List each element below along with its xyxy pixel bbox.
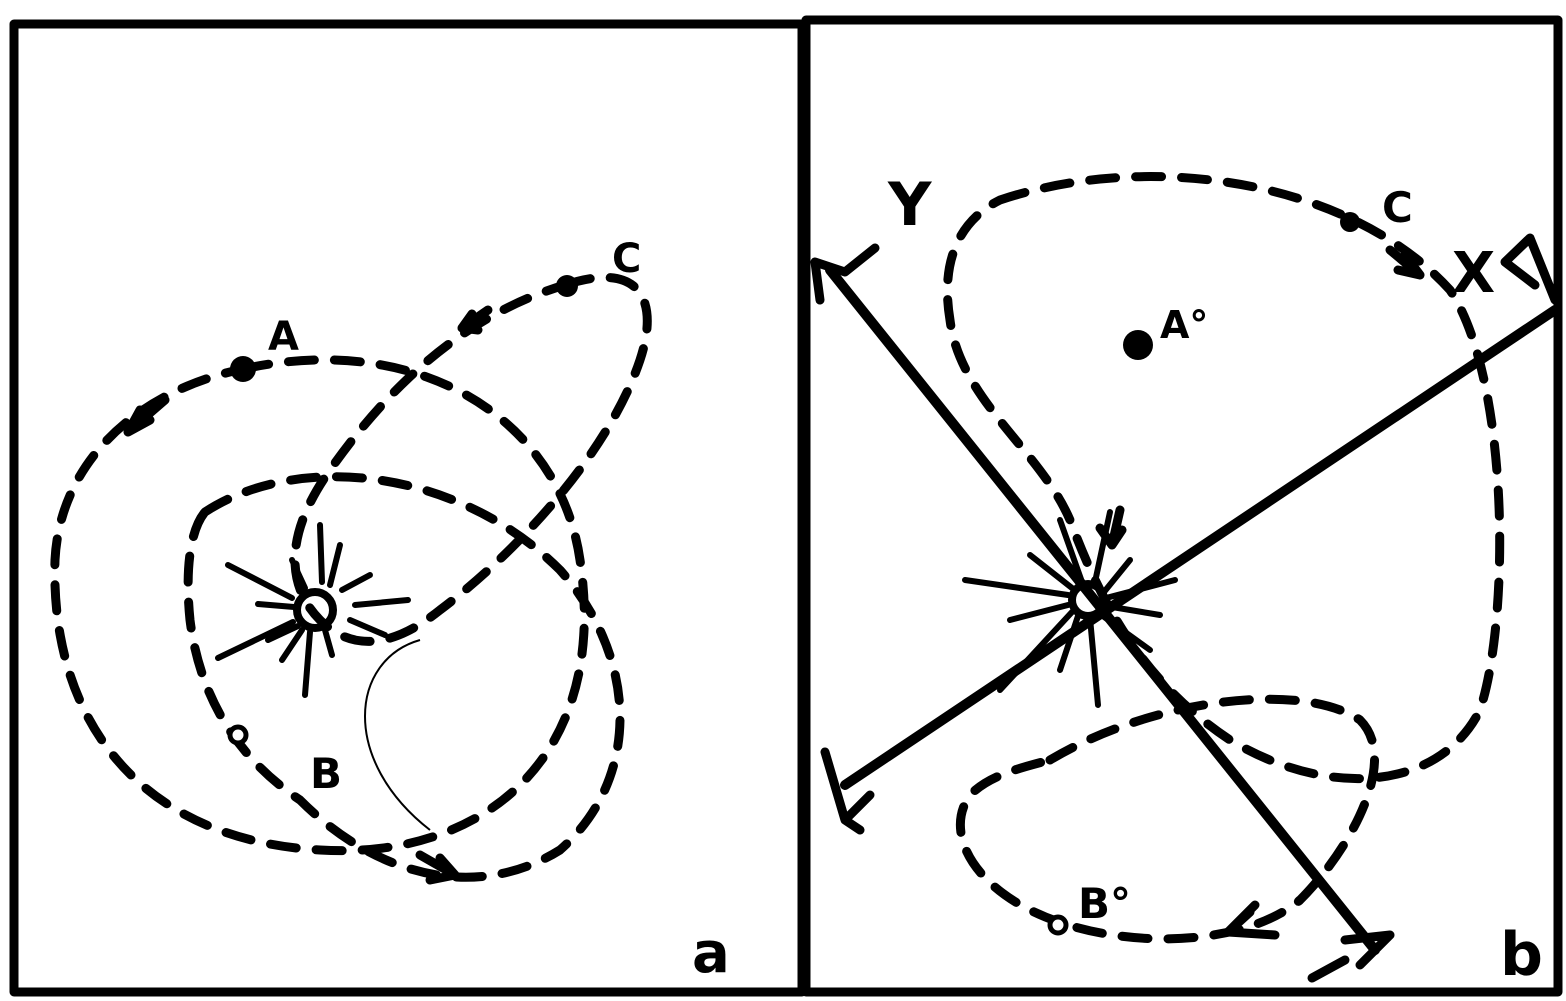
label-b: B: [310, 749, 342, 798]
point-c-b: [1340, 212, 1360, 232]
arrow-c-left: [457, 305, 493, 335]
label-a: A: [268, 314, 299, 360]
orbit-lower: [955, 694, 1380, 944]
label-y: Y: [887, 170, 933, 240]
panel-b: A° B° C X Y b: [801, 15, 1563, 997]
panel-a-corner-label: a: [692, 921, 730, 986]
axis-x: [840, 305, 1560, 790]
arrow-bottom: [415, 850, 460, 885]
orbit-outer: [50, 355, 589, 856]
axis-y-arrow-top: [810, 243, 880, 305]
arrow-lower: [1223, 900, 1280, 940]
point-b: [227, 724, 249, 746]
point-b-zero: [1047, 914, 1069, 936]
arrow-upper-right: [1385, 245, 1425, 280]
thin-arc: [364, 639, 431, 831]
orbit-inner: [183, 472, 625, 882]
label-b-zero: B°: [1078, 879, 1131, 928]
panel-b-frame: [801, 15, 1563, 997]
star-b-rays: [962, 509, 1178, 708]
arrow-a-left: [123, 395, 170, 437]
orbit-upper: [942, 172, 1505, 784]
orbit-c: [290, 272, 652, 646]
axis-x-arrow-bottom: [820, 747, 875, 835]
axis-x-arrow-top: [1500, 233, 1560, 305]
axis-y-arrow-bottom: [1307, 930, 1395, 983]
panel-b-corner-label: b: [1500, 920, 1543, 990]
star-a-rays: [215, 522, 411, 698]
panel-a: A B C a: [9, 19, 807, 997]
label-c: C: [612, 236, 641, 282]
label-c-b: C: [1382, 183, 1413, 232]
label-a-zero: A°: [1160, 303, 1208, 347]
point-a-zero: [1123, 330, 1153, 360]
star-a: [293, 588, 337, 632]
point-a: [230, 356, 256, 382]
point-c: [556, 275, 578, 297]
label-x: X: [1452, 241, 1495, 306]
